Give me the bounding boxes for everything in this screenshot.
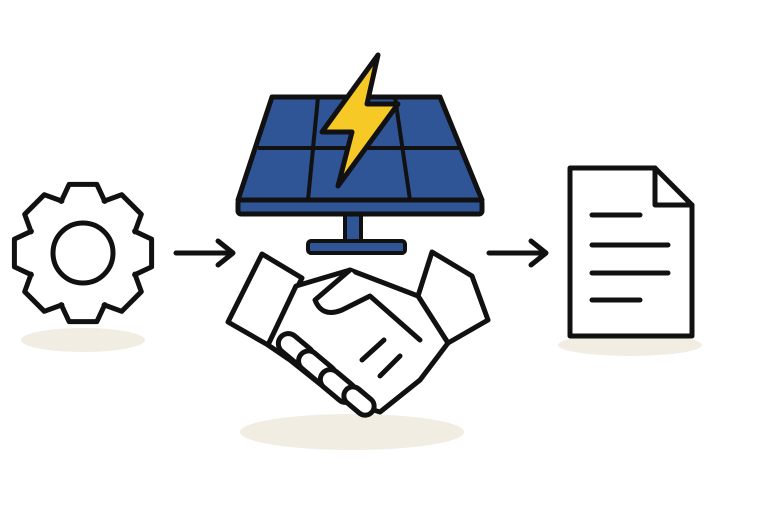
arrow-right-icon [486,238,549,268]
document-icon [567,165,695,339]
handshake-shadow [240,414,464,450]
document-shadow [558,334,702,356]
gear-shadow [21,328,145,352]
solar-panel-icon [235,52,485,255]
gear-icon [11,181,155,325]
lightning-bolt-icon [319,52,401,189]
handshake-icon [225,249,491,418]
arrow-right-icon [173,238,236,268]
